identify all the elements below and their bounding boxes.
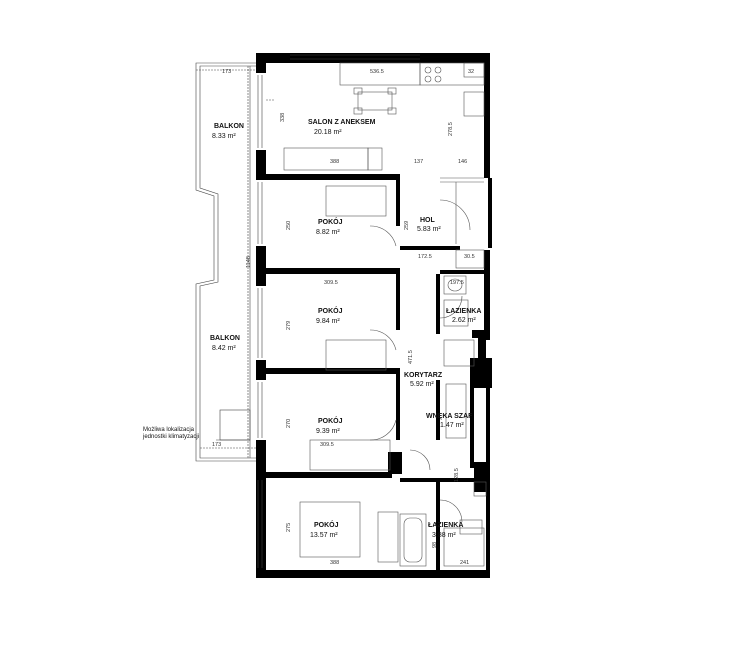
dim-label: 128.5 xyxy=(454,468,460,482)
room-name: BALKON xyxy=(214,123,244,130)
dimension-lines xyxy=(196,66,274,458)
room-area: 20.18 m² xyxy=(314,129,342,136)
dim-label: 32 xyxy=(468,69,474,75)
note-line-2: jednostki klimatyzacji xyxy=(142,434,199,440)
dim-label: 173 xyxy=(222,69,231,75)
balcony-outline xyxy=(195,62,260,462)
dim-label: 30.5 xyxy=(464,254,475,260)
dim-label: 536.5 xyxy=(370,69,384,75)
room-balkon-1: BALKON 8.33 m² xyxy=(212,123,244,140)
room-area: 9.39 m² xyxy=(316,428,340,435)
dim-label: 250 xyxy=(286,221,292,230)
room-name: KORYTARZ xyxy=(404,372,443,379)
ac-location-note: Możliwa lokalizacja jednostki klimatyzac… xyxy=(142,427,199,440)
room-lazienka-2: ŁAZIENKA 3.88 m² xyxy=(428,522,463,539)
room-hol: HOL 5.83 m² xyxy=(417,217,441,233)
room-name: BALKON xyxy=(210,335,240,342)
dim-label: 278.5 xyxy=(448,122,454,136)
room-name: POKÓJ xyxy=(318,416,343,425)
room-area: 2.62 m² xyxy=(452,317,476,324)
dim-label: 137 xyxy=(414,159,423,165)
dim-label: 338 xyxy=(280,113,286,122)
room-balkon-2: BALKON 8.42 m² xyxy=(210,335,240,352)
room-area: 8.42 m² xyxy=(212,345,236,352)
room-korytarz: KORYTARZ 5.92 m² xyxy=(404,372,443,388)
dim-label: 146 xyxy=(458,159,467,165)
room-pokoj-4: POKÓJ 13.57 m² xyxy=(310,520,339,539)
room-area: 8.82 m² xyxy=(316,229,340,236)
room-name: POKÓJ xyxy=(318,306,343,315)
note-line-1: Możliwa lokalizacja xyxy=(143,427,195,433)
room-area: 13.57 m² xyxy=(310,532,338,539)
room-pokoj-2: POKÓJ 9.84 m² xyxy=(316,306,343,325)
dim-label: 388 xyxy=(330,560,339,566)
dim-label: 388 xyxy=(330,159,339,165)
furniture xyxy=(283,62,487,567)
dim-label: 172.5 xyxy=(418,254,432,260)
room-name: POKÓJ xyxy=(318,217,343,226)
room-name: HOL xyxy=(420,217,436,224)
room-area: 9.84 m² xyxy=(316,318,340,325)
dim-label: 309.5 xyxy=(324,280,338,286)
room-salon: SALON Z ANEKSEM 20.18 m² xyxy=(308,119,376,136)
dim-label: 309.5 xyxy=(320,442,334,448)
room-area: 1.47 m² xyxy=(440,422,464,429)
room-lazienka-1: ŁAZIENKA 2.62 m² xyxy=(446,308,481,324)
dim-label: 279 xyxy=(286,321,292,330)
room-name: ŁAZIENKA xyxy=(446,308,481,315)
dim-label: 270 xyxy=(286,419,292,428)
dim-label: 197.5 xyxy=(450,280,464,286)
room-area: 5.83 m² xyxy=(417,226,441,233)
dim-label: 173 xyxy=(212,442,221,448)
dim-label: 471.5 xyxy=(408,350,414,364)
room-area: 8.33 m² xyxy=(212,133,236,140)
walls xyxy=(256,53,492,578)
room-name: WNĘKA SZAF xyxy=(426,413,473,420)
room-name: SALON Z ANEKSEM xyxy=(308,119,376,126)
dim-label: 275 xyxy=(286,523,292,532)
windows xyxy=(257,54,420,568)
room-area: 5.92 m² xyxy=(410,381,434,388)
room-wneka-szaf: WNĘKA SZAF 1.47 m² xyxy=(426,413,473,429)
room-name: POKÓJ xyxy=(314,520,339,529)
room-pokoj-3: POKÓJ 9.39 m² xyxy=(316,416,343,435)
dim-label: 1148 xyxy=(246,256,252,268)
dim-label: 259 xyxy=(404,221,410,230)
room-area: 3.88 m² xyxy=(432,532,456,539)
room-name: ŁAZIENKA xyxy=(428,522,463,529)
dim-label: 241 xyxy=(460,560,469,566)
room-pokoj-1: POKÓJ 8.82 m² xyxy=(316,217,343,236)
dim-label: 98 xyxy=(432,542,438,548)
